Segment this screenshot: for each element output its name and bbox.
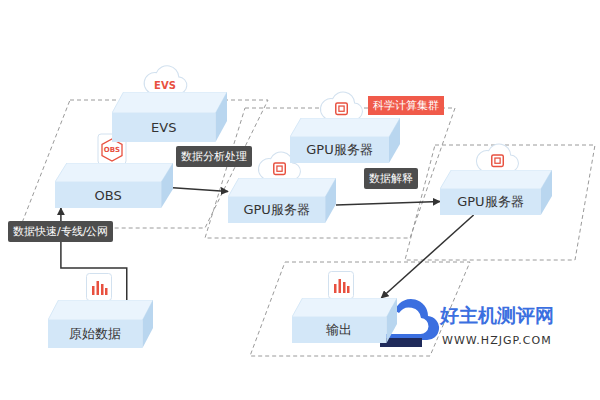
node-label: 输出	[326, 321, 352, 339]
evs-slab: EVS	[112, 92, 227, 142]
slab-front-text: GPU服务器	[290, 137, 389, 163]
slab-front	[112, 113, 216, 142]
slab-top	[292, 298, 397, 317]
output-region	[250, 262, 470, 356]
flow-arrow	[381, 215, 473, 298]
slab-top	[112, 92, 227, 113]
edge-label: 数据分析处理	[176, 146, 252, 167]
flow-arrow	[173, 188, 228, 192]
node-label: GPU服务器	[306, 141, 372, 159]
slab-side	[389, 118, 400, 163]
slab-side	[143, 300, 154, 348]
edge-label: 数据解释	[364, 168, 418, 189]
slab-front-text: 原始数据	[48, 320, 143, 348]
slab-side	[216, 92, 228, 142]
node-label: EVS	[151, 120, 176, 135]
node-label: 原始数据	[69, 325, 121, 343]
slab-side	[325, 178, 336, 223]
output-slab: 输出	[292, 298, 397, 343]
gpu-cloud-icon	[477, 144, 519, 172]
gpu-slab: GPU服务器	[440, 170, 552, 215]
icon-text: EVS	[154, 80, 176, 91]
slab-top	[440, 170, 552, 189]
slab-top	[228, 178, 336, 197]
slab-front	[228, 197, 325, 223]
gpu-slab: GPU服务器	[228, 178, 336, 223]
node-label: GPU服务器	[243, 201, 309, 219]
slab-front	[292, 317, 387, 343]
slab-side	[387, 298, 398, 343]
slab-front-text: 输出	[292, 317, 387, 343]
output-chart-icon	[329, 272, 354, 299]
watermark: 好主机测评网	[440, 303, 554, 329]
node-label: OBS	[95, 188, 122, 203]
evs-cloud-icon	[144, 66, 187, 94]
source-slab: 原始数据	[48, 300, 153, 348]
slab-side	[161, 163, 173, 208]
slab-front-text: GPU服务器	[440, 189, 541, 215]
watermark-url: WWW.HZJGP.COM	[442, 334, 552, 347]
cluster-region	[205, 108, 455, 238]
flow-arrow	[336, 202, 440, 206]
data-chart-icon	[87, 274, 112, 301]
slab-top	[290, 118, 400, 137]
node-label: GPU服务器	[457, 193, 523, 211]
slab-front-text: GPU服务器	[228, 197, 325, 223]
slab-front-text: OBS	[55, 182, 161, 208]
obs-slab: OBS	[55, 163, 173, 208]
slab-front	[440, 189, 541, 215]
slab-front	[290, 137, 389, 163]
slab-front	[55, 182, 161, 208]
slab-top	[55, 163, 173, 182]
slab-front-text: EVS	[112, 113, 216, 142]
gpu-cloud-icon	[321, 92, 363, 120]
gpu-slab: GPU服务器	[290, 118, 400, 163]
slab-front	[48, 320, 143, 348]
slab-top	[48, 300, 153, 320]
icon-text: OBS	[104, 146, 120, 154]
slab-side	[541, 170, 552, 215]
obs-hexagon	[102, 139, 122, 161]
cluster-tag: 科学计算集群	[368, 96, 444, 115]
edge-label: 数据快速/专线/公网	[8, 221, 113, 242]
